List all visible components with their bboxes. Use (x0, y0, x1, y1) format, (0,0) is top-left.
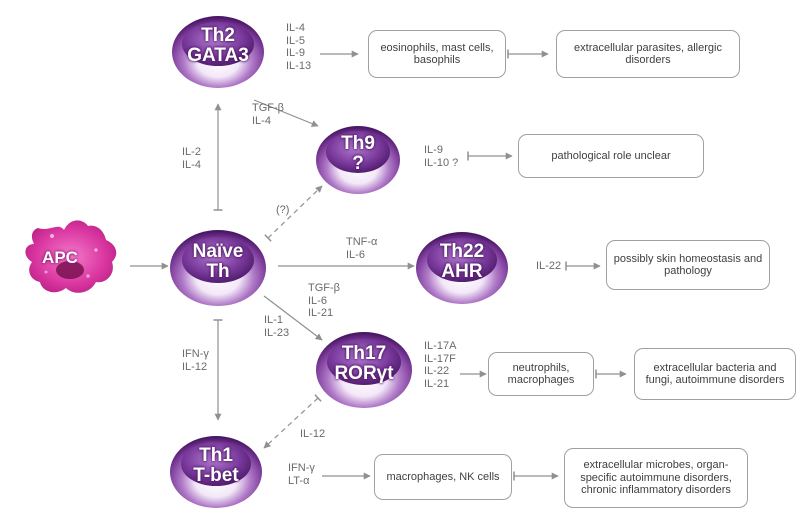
th17-cell-shape (316, 332, 412, 408)
outcome-box-th17: extracellular bacteria and fungi, autoim… (634, 348, 796, 400)
th17-cell-name: Th17 (341, 343, 387, 364)
naive-cell-factor: Th (206, 261, 230, 282)
th22-cell: Th22 AHR (414, 226, 510, 298)
factor-naive-th9: (?) (276, 204, 290, 216)
edge-naive-th17 (263, 295, 323, 341)
outcome-box-th9: pathological role unclear (518, 134, 704, 178)
th22-cell-name: Th22 (439, 241, 485, 262)
naive-cell-shape (170, 230, 266, 306)
th9-cell-shape (316, 126, 400, 194)
factor-th17-th1: IL-12 (300, 428, 326, 440)
secreted-th22: IL-22 (536, 260, 562, 272)
th1-cell-name: Th1 (199, 445, 233, 466)
target-box-th17: neutrophils, macrophages (488, 352, 594, 396)
th9-cell: Th9 ? (310, 118, 406, 190)
edge-th17-th1 (263, 394, 322, 449)
th17-cell-factor: RORγt (334, 363, 394, 384)
th9-cell-name: Th9 (341, 133, 375, 154)
target-box-th2: eosinophils, mast cells, basophils (368, 30, 506, 78)
apc-cell-shape (25, 220, 117, 293)
th2-cell-factor: GATA3 (187, 45, 249, 66)
th1-cell-shape (170, 436, 262, 508)
th2-cell-name: Th2 (201, 25, 235, 46)
th22-cell-shape (416, 232, 508, 304)
edge-naive-th9 (264, 185, 323, 242)
naive-cell-name: Naïve (192, 241, 244, 262)
outcome-box-th22: possibly skin homeostasis and pathology (606, 240, 770, 290)
outcome-box-th1: extracellular microbes, organ-specific a… (564, 448, 748, 508)
th22-cell-factor: AHR (441, 261, 483, 282)
th2-cell-shape (172, 16, 264, 88)
edges (130, 49, 627, 481)
apc-label: APC (42, 248, 78, 267)
th1-cell-factor: T-bet (193, 465, 239, 486)
cell-shapes (170, 16, 508, 508)
th17-cell: Th17 RORγt (316, 328, 412, 400)
th2-cell: Th2 GATA3 (170, 10, 266, 82)
outcome-box-th2: extracellular parasites, allergic disord… (556, 30, 740, 78)
naive-cell: Naïve Th (170, 226, 266, 298)
th1-cell: Th1 T-bet (168, 430, 264, 502)
th9-cell-factor: ? (352, 153, 364, 174)
target-box-th1: macrophages, NK cells (374, 454, 512, 500)
edge-th2-th9 (253, 99, 319, 127)
